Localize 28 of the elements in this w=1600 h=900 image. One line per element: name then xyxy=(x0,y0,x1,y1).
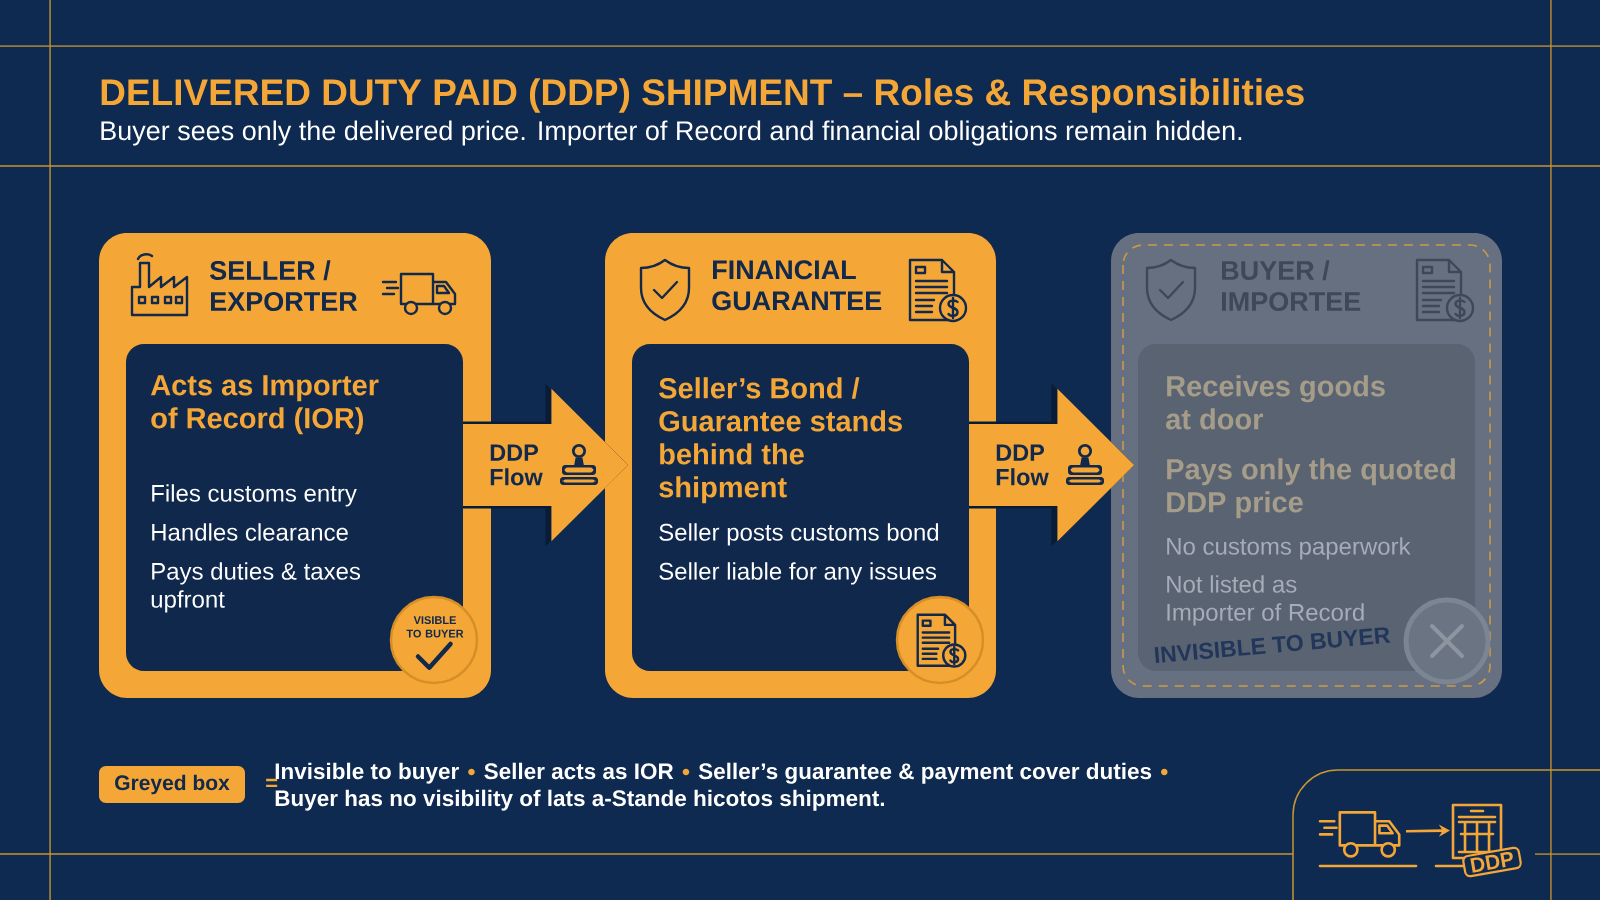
subtitle: Buyer sees only the delivered price. Importer of Record and financial obligations remain hidden. xyxy=(101,120,1242,146)
list-item: Handles clearance xyxy=(152,523,348,541)
cross-icon xyxy=(1403,597,1491,685)
list-item: Not listed as Importer of Record xyxy=(1167,575,1364,626)
panel-heading: Receives goods at door xyxy=(1166,375,1385,430)
card-title: SELLER / EXPORTER xyxy=(210,260,358,312)
title: DELIVERED DUTY PAID (DDP) SHIPMENT – Roles & Responsibilities xyxy=(101,78,1304,113)
legend-text: Seller’s guarantee & payment cover duties xyxy=(698,762,1152,784)
card-title: FINANCIAL GUARANTEE xyxy=(712,260,882,311)
panel-heading: Acts as Importer of Record (IOR) xyxy=(150,375,379,435)
list-item: Seller posts customs bond xyxy=(659,523,939,546)
legend-text: Buyer has no visibility of lats a-Stande hicotos shipment. xyxy=(275,789,884,811)
badge: VISIBLE TO BUYER xyxy=(389,595,479,685)
edge-label: DDP Flow xyxy=(487,442,550,488)
truck-picture xyxy=(1318,811,1401,858)
list-item: No customs paperwork xyxy=(1167,537,1411,560)
ddp-tag: DDP xyxy=(1462,846,1522,878)
legend-tag: Greyed box xyxy=(99,766,245,803)
legend-text: Seller acts as IOR xyxy=(484,762,674,780)
invoice-icon xyxy=(895,595,985,685)
panel-heading: Seller’s Bond / Guarantee stands behind the shipment xyxy=(659,377,902,504)
panel-heading: Pays only the quoted DDP price xyxy=(1167,458,1455,519)
equals-sign: = xyxy=(266,778,278,788)
list-item: Pays duties & taxes upfront xyxy=(151,562,361,613)
stamp-text: INVISIBLE TO BUYER xyxy=(1154,627,1391,664)
list-item: Files customs entry xyxy=(152,484,357,507)
list-item: Seller liable for any issues xyxy=(659,562,937,585)
edge-label: DDP Flow xyxy=(993,442,1056,488)
